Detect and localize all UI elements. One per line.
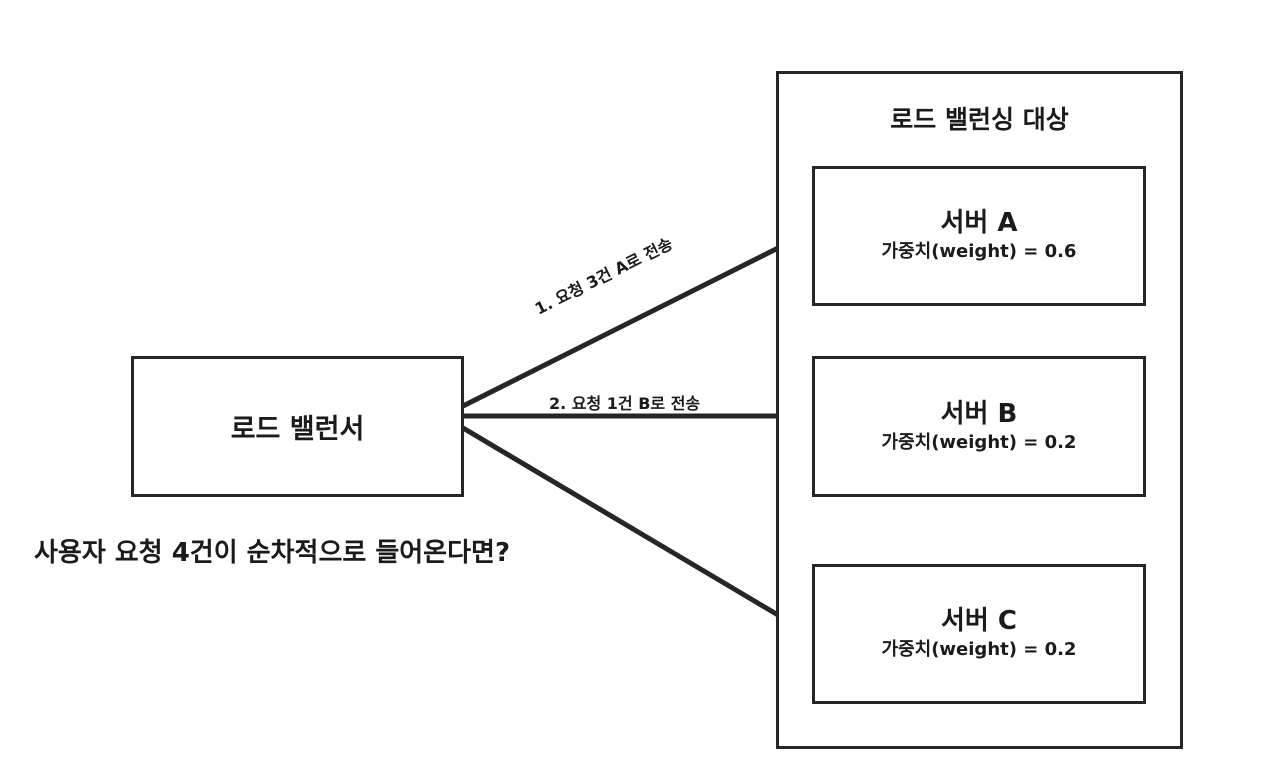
server-c-name: 서버 C [941,606,1017,636]
server-a-name: 서버 A [940,208,1018,238]
target-group-title: 로드 밸런싱 대상 [890,105,1069,134]
server-a-weight: 가중치(weight) = 0.6 [881,241,1077,262]
question-text: 사용자 요청 4건이 순차적으로 들어온다면? [34,538,511,568]
server-b-weight: 가중치(weight) = 0.2 [881,431,1077,453]
load-balancer-node: 로드 밸런서 [131,356,464,497]
server-c-weight: 가중치(weight) = 0.2 [881,639,1077,660]
server-b-node: 서버 B 가중치(weight) = 0.2 [812,356,1146,497]
load-balancer-label: 로드 밸런서 [230,414,365,445]
edge-label-1: 1. 요청 3건 A로 전송 [531,233,676,319]
server-b-name: 서버 B [940,398,1018,429]
server-c-node: 서버 C 가중치(weight) = 0.2 [812,564,1146,704]
server-a-node: 서버 A 가중치(weight) = 0.6 [812,166,1146,306]
arrow-to-server-c [461,425,812,637]
edge-label-2: 2. 요청 1건 B로 전송 [549,394,701,413]
